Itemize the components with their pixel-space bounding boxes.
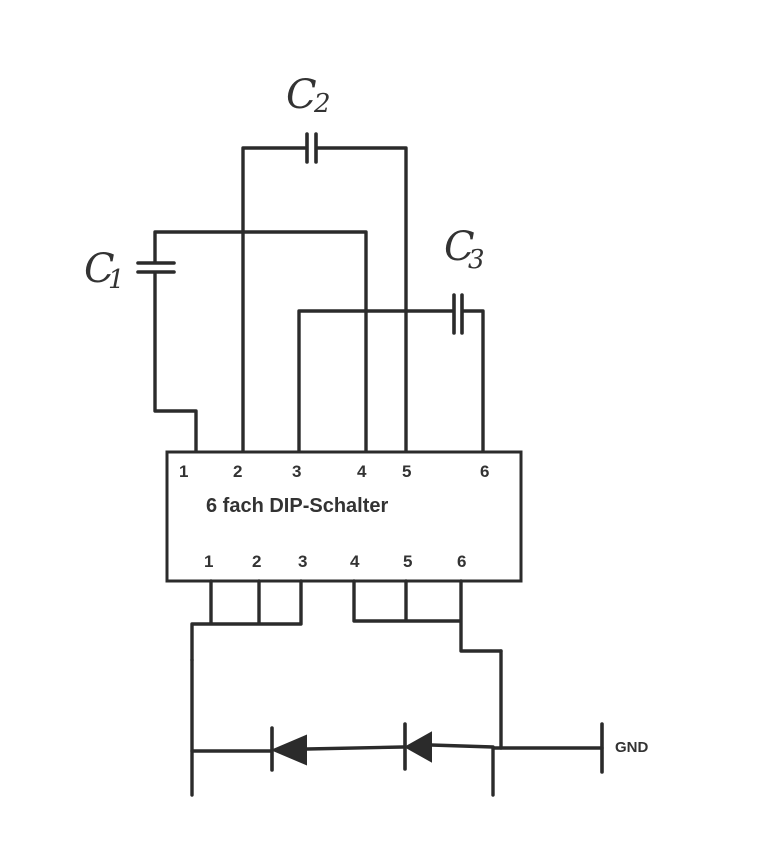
- wire-bus-right: [352, 579, 503, 653]
- top-pin-1-label: 1: [179, 462, 188, 481]
- bottom-pin-6-label: 6: [457, 552, 466, 571]
- dip-switch-body: [165, 450, 523, 583]
- capacitor-c1: C 1: [84, 230, 368, 454]
- ground-label: GND: [615, 739, 649, 756]
- top-pin-5-label: 5: [402, 462, 411, 481]
- bottom-pin-5-label: 5: [403, 552, 412, 571]
- wire-c3-left: [297, 309, 454, 454]
- bottom-pin-4-label: 4: [350, 552, 360, 571]
- wire-c1-bottom: [153, 272, 198, 454]
- dip-switch: 6 fach DIP-Schalter 1 2 3 4 5 6 1 2 3 4 …: [165, 450, 523, 583]
- capacitor-c1-letter: C: [84, 246, 115, 292]
- bottom-wiring: [190, 579, 503, 797]
- wire-c1-top: [153, 230, 368, 454]
- capacitor-c2-index: 2: [313, 89, 331, 119]
- wire-diode-line: [190, 743, 495, 753]
- capacitor-c1-index: 1: [108, 265, 125, 295]
- top-pin-2-label: 2: [233, 462, 242, 481]
- dip-switch-title: 6 fach DIP-Schalter: [206, 495, 389, 517]
- diode-2: [403, 722, 432, 771]
- capacitor-c2: C 2: [241, 72, 408, 454]
- top-pin-6-label: 6: [480, 462, 489, 481]
- capacitor-c3-index: 3: [468, 245, 485, 275]
- diode-2-triangle: [403, 731, 432, 763]
- bottom-pin-3-label: 3: [298, 552, 307, 571]
- bottom-pin-1-label: 1: [204, 552, 213, 571]
- wire-bus-left: [190, 579, 303, 662]
- top-pin-3-label: 3: [292, 462, 301, 481]
- bottom-pin-2-label: 2: [252, 552, 261, 571]
- wire-c3-right: [461, 309, 485, 454]
- ground-connection: GND: [499, 722, 649, 774]
- capacitor-c3-letter: C: [444, 224, 475, 270]
- capacitor-c2-letter: C: [286, 72, 317, 118]
- wire-c2-right: [316, 146, 408, 454]
- top-pin-4-label: 4: [357, 462, 367, 481]
- capacitor-c3: C 3: [297, 224, 485, 454]
- wire-c2-left: [241, 146, 307, 454]
- wire-right-rail: [491, 649, 503, 797]
- diode-1-triangle: [270, 734, 307, 766]
- diode-1: [270, 726, 307, 772]
